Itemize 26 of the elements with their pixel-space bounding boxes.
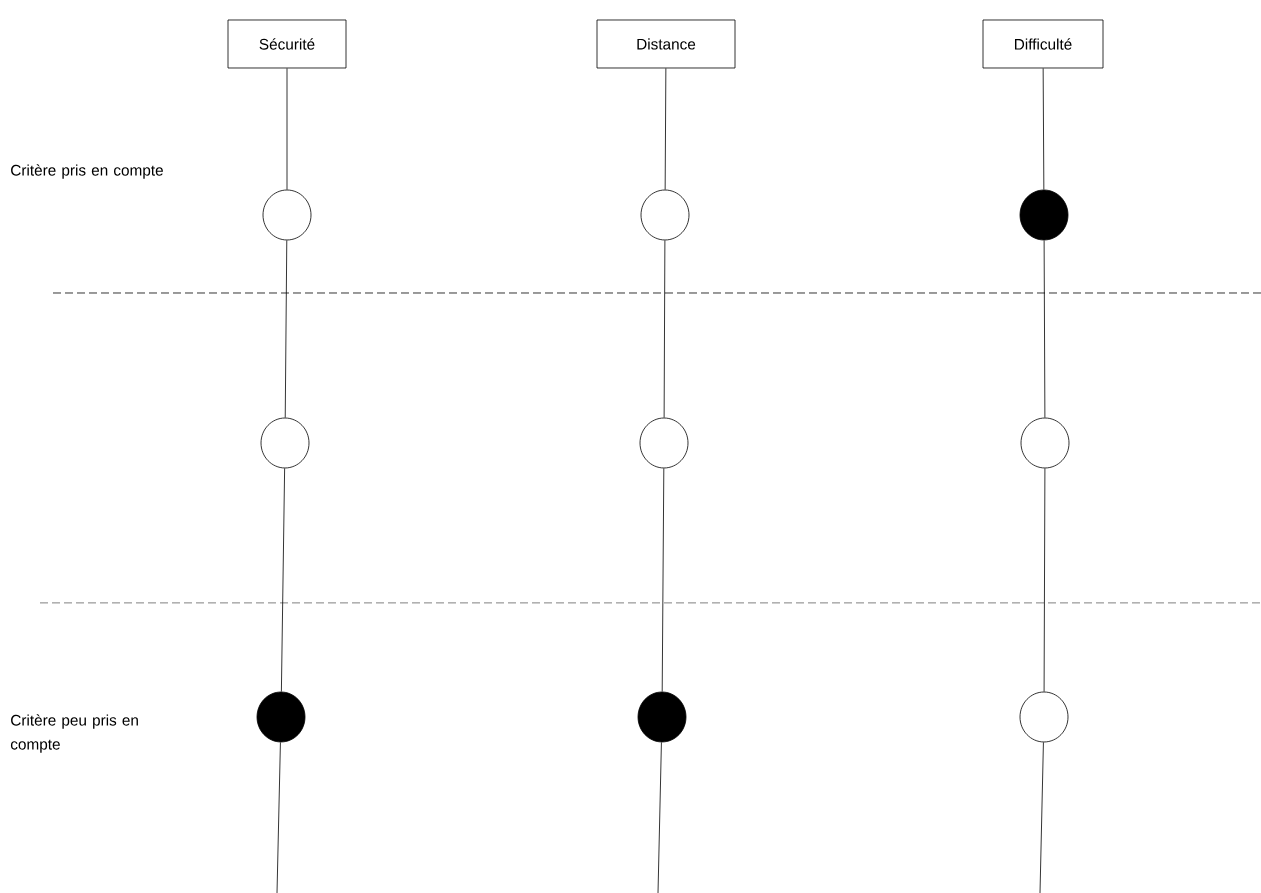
circle-marker (262, 189, 312, 241)
label-box: Sécurité (227, 19, 347, 69)
circle-marker (1019, 691, 1069, 743)
side-label: Critère pris en compte (11, 164, 163, 179)
connector-line (286, 68, 288, 190)
connector-line (281, 468, 286, 692)
connector-line (663, 240, 666, 418)
filled-circle (256, 691, 306, 743)
circle-marker (640, 189, 690, 241)
circle-marker (260, 417, 310, 469)
connector-line (1042, 68, 1045, 190)
label-box: Distance (596, 19, 736, 69)
circle-marker (639, 417, 689, 469)
connector-line (276, 742, 281, 893)
connector-line (657, 742, 662, 893)
filled-circle (637, 691, 687, 743)
connector-line (1039, 742, 1044, 893)
side-label: Critère peu pris en compte (10, 714, 138, 753)
label-box: Difficulté (982, 19, 1104, 69)
filled-circle (1019, 189, 1069, 241)
connector-line (1043, 468, 1046, 692)
connector-line (661, 468, 665, 692)
connector-line (1043, 240, 1046, 418)
circle-marker (1020, 417, 1070, 469)
connector-line (664, 68, 667, 190)
connector-line (284, 240, 288, 418)
